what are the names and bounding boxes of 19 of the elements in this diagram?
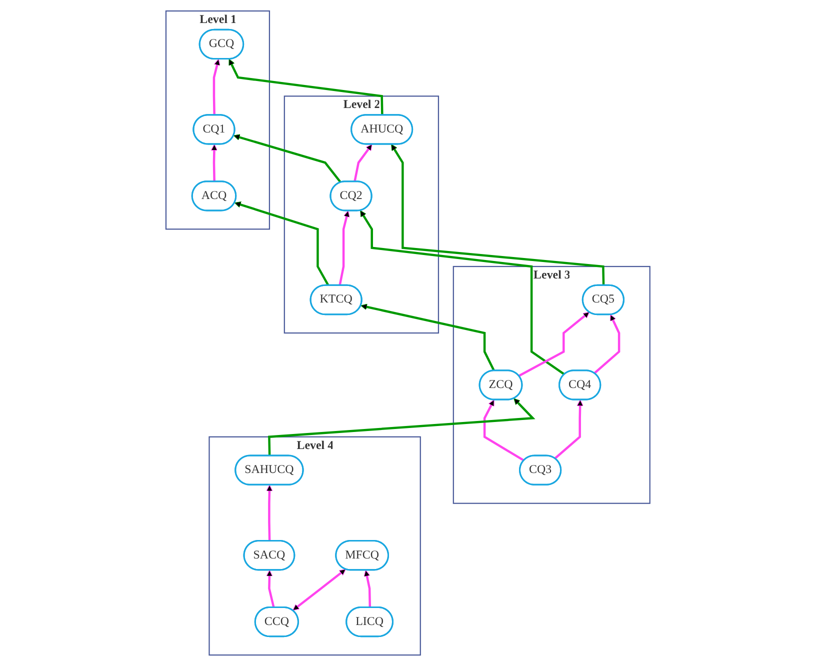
arrow	[232, 134, 342, 184]
arrow	[353, 144, 372, 182]
arrow	[360, 304, 495, 372]
arrow	[363, 570, 371, 608]
arrow	[593, 314, 620, 374]
arrow	[268, 398, 535, 456]
arrow	[360, 210, 565, 376]
arrow	[554, 400, 583, 460]
arrow	[234, 201, 329, 286]
arrow	[212, 58, 220, 116]
arrow	[518, 312, 590, 377]
arrow	[266, 484, 272, 542]
arrow	[292, 568, 346, 611]
arrow	[228, 58, 383, 116]
arrow	[483, 400, 524, 462]
arrow	[210, 144, 218, 182]
arrow	[266, 570, 274, 608]
arrow	[390, 144, 604, 286]
arrow	[338, 210, 350, 286]
